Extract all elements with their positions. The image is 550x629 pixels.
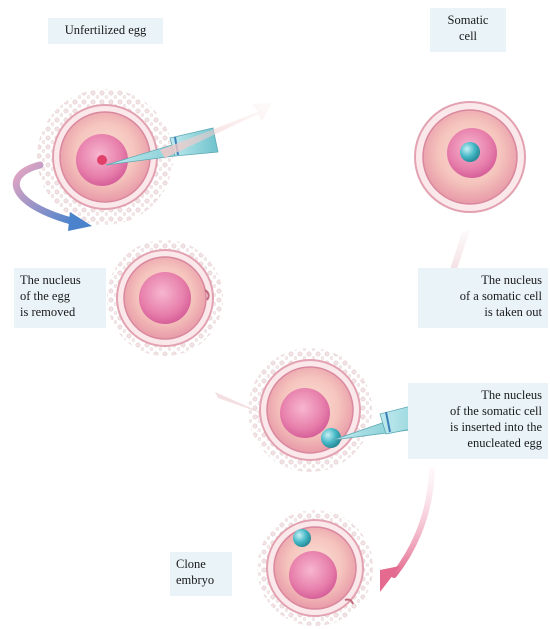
label-unfertilized-egg: Unfertilized egg [48, 18, 163, 44]
develop-arrow [394, 470, 432, 575]
label-somatic-nucleus-inserted: The nucleus of the somatic cell is inser… [408, 383, 548, 459]
clone-line-2: embryo [176, 572, 226, 588]
label-unfertilized-text: Unfertilized egg [54, 22, 157, 38]
label-somatic-nucleus-taken: The nucleus of a somatic cell is taken o… [418, 268, 548, 328]
somatic-taken-line-3: is taken out [424, 304, 542, 320]
inserted-line-4: enucleated egg [414, 435, 542, 451]
label-egg-nucleus-removed: The nucleus of the egg is removed [14, 268, 106, 328]
clone-nucleus [293, 529, 311, 547]
somatic-taken-line-2: of a somatic cell [424, 288, 542, 304]
enucleated-egg-cell [107, 240, 223, 356]
inserted-line-2: of the somatic cell [414, 403, 542, 419]
inserted-line-1: The nucleus [414, 387, 542, 403]
somatic-title-line-2: cell [436, 28, 500, 44]
egg-removed-line-3: is removed [20, 304, 100, 320]
egg-removed-line-2: of the egg [20, 288, 100, 304]
somatic-cell [415, 102, 525, 212]
clone-embryo-cell [257, 510, 373, 626]
insertion-cell [248, 348, 372, 472]
somatic-taken-line-1: The nucleus [424, 272, 542, 288]
label-clone-embryo: Clone embryo [170, 552, 232, 596]
somatic-title-line-1: Somatic [436, 12, 500, 28]
clone-line-1: Clone [176, 556, 226, 572]
somatic-nucleus [460, 142, 480, 162]
egg-nucleus-dot [97, 155, 107, 165]
label-somatic-cell: Somatic cell [430, 8, 506, 52]
inserted-line-3: is inserted into the [414, 419, 542, 435]
egg-removed-line-1: The nucleus [20, 272, 100, 288]
